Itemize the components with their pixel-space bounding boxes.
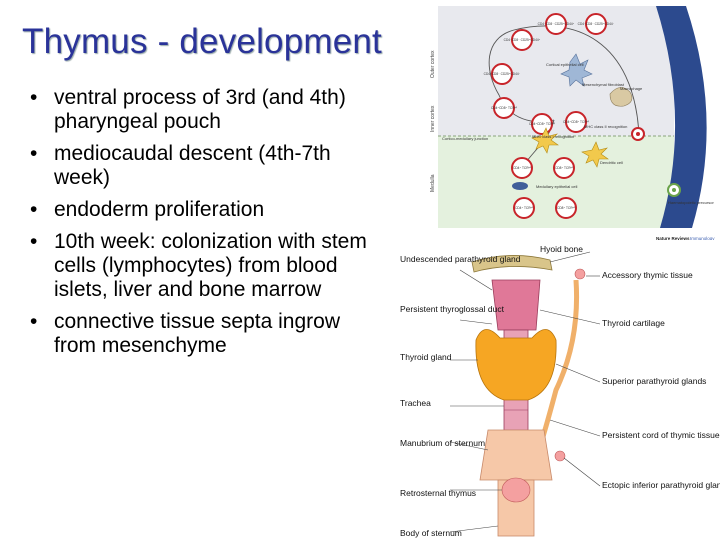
figure-credit-journal: Nature Reviews [656,236,690,241]
label-haematopoietic: Haematopoietic precursor [668,200,714,205]
label-accessory-thymic: Accessory thymic tissue [602,270,693,280]
thymocyte-cell: CD4⁺CD8⁺ TCRᵅᵝ [491,97,518,119]
macrophage [609,87,633,107]
ectopic-parathyroid [554,450,566,462]
label-thyroid-cartilage: Thyroid cartilage [602,318,665,328]
label-medullary-epithelial: Medullary epithelial cell [536,184,577,189]
thyroid-gland [475,329,557,401]
thymocyte-cell: CD8⁺ TCRᵅᵝ [553,157,575,179]
zone-label-outer-cortex: Outer cortex [430,50,436,78]
label-mesenchymal: Mesenchymal fibroblast [582,82,625,87]
bullet-item: mediocaudal descent (4th-7th week) [28,142,373,190]
thymocyte-cell: CD4⁻CD8⁻ CD25⁺CD44⁺ [538,13,575,35]
label-mhc1: MHC class I recognition [532,134,574,139]
svg-text:CD4⁻CD8⁻ CD25⁺CD44⁻: CD4⁻CD8⁻ CD25⁺CD44⁻ [484,72,521,76]
cortical-epithelial-cell [560,53,593,87]
svg-text:CD4⁺ TCRᵅᵝ: CD4⁺ TCRᵅᵝ [513,166,532,170]
svg-text:CD4⁺CD8⁺ TCRᵅᵝ: CD4⁺CD8⁺ TCRᵅᵝ [563,120,590,124]
svg-text:CD8⁺ TCRᵅᵝ: CD8⁺ TCRᵅᵝ [555,166,574,170]
svg-text:CD4⁺CD8⁺ TCRᵅᵝ: CD4⁺CD8⁺ TCRᵅᵝ [491,106,518,110]
label-trachea: Trachea [400,398,431,408]
label-body-of-sternum: Body of sternum [400,528,462,538]
thymocyte-cell: CD4⁺CD8⁺ TCRᵅᵝ [529,113,556,135]
dendritic-cell [581,141,609,168]
thymus-capsule [656,6,707,228]
thyroid-cartilage [491,279,541,331]
bullet-item: ventral process of 3rd (and 4th) pharyng… [28,86,373,134]
label-undescended-parathyroid: Undescended parathyroid gland [400,254,521,264]
label-macrophage: Macrophage [620,86,643,91]
zone-label-medulla: Medulla [430,174,436,192]
label-cortico-medullary: Cortico-medullary junction [442,136,488,141]
thymocyte-cell: CD4⁻CD8⁻ CD25⁺CD44⁻ [578,13,615,35]
bullet-item: connective tissue septa ingrow from mese… [28,310,373,358]
label-manubrium: Manubrium of sternum [400,438,485,448]
label-mhc2: MHC class II recognition [584,124,627,129]
svg-text:CD4⁺ TCRᵅᵝ: CD4⁺ TCRᵅᵝ [515,206,534,210]
bullet-item: endoderm proliferation [28,198,373,222]
retrosternal-thymus [501,477,531,503]
migration-arrow [488,25,640,136]
label-ectopic-parathyroid: Ectopic inferior parathyroid gland [602,480,720,490]
label-hyoid-bone: Hyoid bone [540,244,583,254]
label-thyroid-gland: Thyroid gland [400,352,452,362]
zone-label-inner-cortex: Inner cortex [430,105,436,132]
thymocyte-cell: CD4⁺ TCRᵅᵝ [513,197,535,219]
medullary-epithelial-cell [512,182,528,190]
svg-text:CD4⁻CD8⁻ CD25⁺CD44⁺: CD4⁻CD8⁻ CD25⁺CD44⁺ [538,22,575,26]
thymocyte-cell: CD4⁺ TCRᵅᵝ [511,157,533,179]
thymocyte-cell: CD4⁺CD8⁺ TCRᵅᵝ [563,111,590,133]
svg-text:CD4⁺CD8⁺ TCRᵅᵝ: CD4⁺CD8⁺ TCRᵅᵝ [529,122,556,126]
manubrium [479,429,553,481]
svg-text:CD4⁻CD8⁻ CD25⁺CD44⁺: CD4⁻CD8⁻ CD25⁺CD44⁺ [504,38,541,42]
thymocyte-cell: CD4⁻CD8⁻ CD25⁺CD44⁺ [504,29,541,51]
thymocyte-cell: CD4⁻CD8⁻ CD25⁺CD44⁻ [484,63,521,85]
svg-text:CD8⁺ TCRᵅᵝ: CD8⁺ TCRᵅᵝ [557,206,576,210]
hyoid-bone [471,255,553,273]
svg-text:CD4⁻CD8⁻ CD25⁺CD44⁻: CD4⁻CD8⁻ CD25⁺CD44⁻ [578,22,615,26]
bullet-item: 10th week: colonization with stem cells … [28,230,373,302]
label-thyroglossal-duct: Persistent thyroglossal duct [400,304,505,314]
bullet-list: ventral process of 3rd (and 4th) pharyng… [28,86,373,366]
thymus-anatomy-figure: Undescended parathyroid gland Persistent… [380,240,720,540]
label-cortical-epithelial: Cortical epithelial cell [546,62,584,67]
dendritic-cell [531,127,559,154]
persistent-thymic-cord [539,279,580,441]
medulla-region [438,136,674,228]
accessory-thymic-tissue [574,268,586,280]
label-superior-parathyroid: Superior parathyroid glands [602,376,706,386]
figure-credit-section: Immunology [690,236,715,241]
slide-title: Thymus - development [22,22,382,61]
label-thymic-cord: Persistent cord of thymic tissue [602,430,720,440]
label-dendritic: Dendritic cell [600,160,623,165]
thymocyte-cell: CD8⁺ TCRᵅᵝ [555,197,577,219]
thymocyte-development-figure: Outer cortex Inner cortex Medulla CD4⁻CD… [424,0,720,246]
label-retrosternal-thymus: Retrosternal thymus [400,488,476,498]
